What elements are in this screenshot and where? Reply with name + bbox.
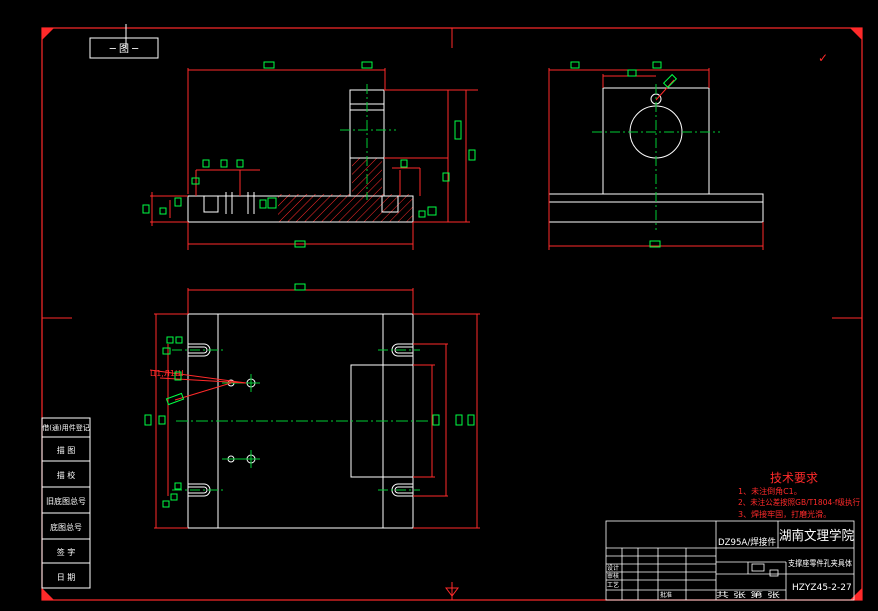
- top-view: Ц1,Л1Ш: [149, 288, 480, 529]
- drawing-name: 支撑座零件孔夹具体: [788, 558, 852, 568]
- side-view: [548, 68, 764, 250]
- material-label: DZ95A/焊接件: [718, 536, 776, 548]
- left-side-table: [41, 417, 91, 589]
- top-view-dim-boxes: [144, 283, 475, 508]
- top-left-label: ─ 图 ─: [109, 43, 139, 55]
- school-name: 湖南文理学院: [779, 528, 854, 544]
- left-table-row-3: 旧底图总号: [46, 496, 86, 506]
- top-left-label-box: ─ 图 ─: [89, 37, 159, 59]
- tech-requirement-3: 3、焊接牢固，打磨光滑。: [738, 509, 831, 519]
- front-view-dim-boxes: [142, 61, 476, 248]
- roughness-icon: ✓: [818, 51, 828, 65]
- title-block: [605, 520, 855, 601]
- left-table-row-6: 日 期: [57, 573, 76, 582]
- tech-requirement-1: 1、未注倒角C1。: [738, 486, 802, 496]
- tech-requirement-2: 2、未注公差按照GB/T1804-f级执行: [738, 497, 860, 507]
- title-row-design: 设计: [607, 564, 619, 572]
- left-table-row-2: 描 校: [57, 470, 76, 480]
- tech-requirements-heading: 技术要求: [770, 471, 818, 485]
- title-row-review: 审核: [607, 572, 619, 580]
- left-side-table-labels: 借(通)用件登记 描 图 描 校 旧底图总号 底图总号 签 字 日 期: [42, 423, 89, 582]
- title-row-process: 工艺: [607, 581, 619, 589]
- front-view: [150, 68, 478, 250]
- left-table-row-5: 签 字: [57, 547, 76, 557]
- svg-text:Ц1,Л1Ш: Ц1,Л1Ш: [150, 369, 184, 378]
- left-table-row-4: 底图总号: [50, 522, 82, 532]
- drawing-number: HZYZ45-2-27: [792, 583, 852, 593]
- side-view-dim-boxes: [570, 61, 678, 248]
- total-sheets: 共 张 第 张: [716, 590, 780, 599]
- drawing-frame: [41, 24, 863, 601]
- left-table-row-0: 借(通)用件登记: [42, 423, 89, 432]
- title-row-approve: 批准: [660, 591, 672, 599]
- title-block-text: DZ95A/焊接件 湖南文理学院 支撑座零件孔夹具体 HZYZ45-2-27 设…: [607, 528, 854, 599]
- left-table-row-1: 描 图: [57, 445, 76, 455]
- tech-requirements: 技术要求 1、未注倒角C1。 2、未注公差按照GB/T1804-f级执行 3、焊…: [738, 471, 860, 519]
